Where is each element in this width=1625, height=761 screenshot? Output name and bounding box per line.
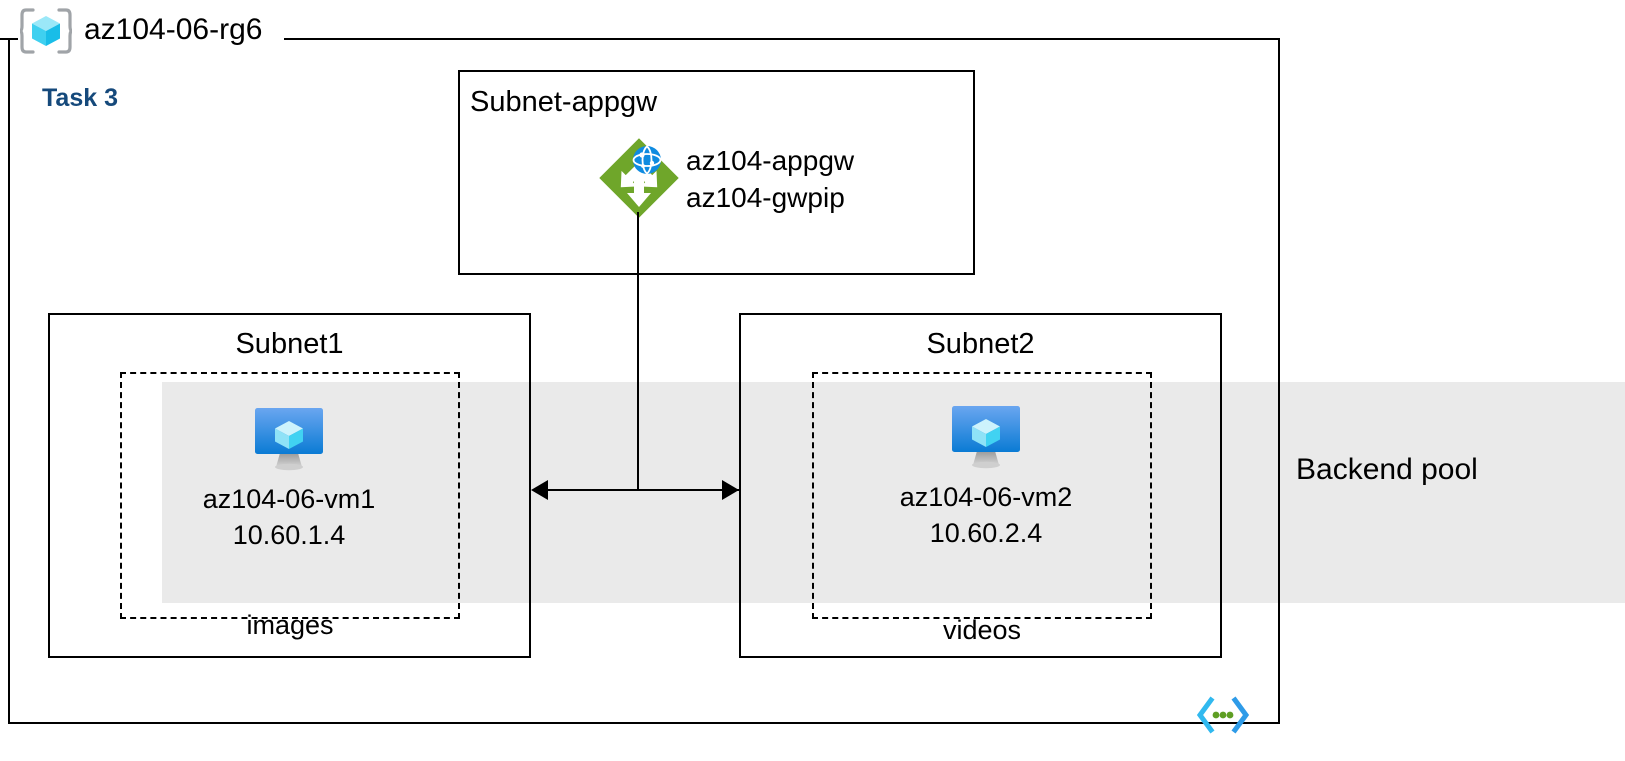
arrow-head-right-icon <box>722 480 739 500</box>
backend-pool-label: Backend pool <box>1296 453 1478 486</box>
vm2-ip: 10.60.2.4 <box>929 518 1043 548</box>
task-label: Task 3 <box>42 84 118 112</box>
code-brackets-icon <box>1196 696 1250 734</box>
resource-group-border-top <box>284 38 1280 40</box>
resource-group-border-bottom <box>8 722 1280 724</box>
subnet-appgw-box <box>458 70 975 275</box>
subnet2-group-caption: videos <box>942 615 1022 645</box>
virtual-machine-icon <box>952 406 1020 469</box>
resource-group-border-right <box>1278 38 1280 724</box>
subnet-appgw-title: Subnet-appgw <box>470 86 658 118</box>
vm1-name: az104-06-vm1 <box>202 484 376 514</box>
vm-node-az104-06-vm1: az104-06-vm1 10.60.1.4 <box>189 405 389 553</box>
subnet1-title: Subnet1 <box>235 328 344 360</box>
resource-group-border-left <box>8 38 10 724</box>
arrow-head-left-icon <box>531 480 548 500</box>
subnet1-vm-group-box <box>120 372 460 619</box>
resource-group-title: az104-06-rg6 <box>84 13 263 46</box>
gwpip-name: az104-gwpip <box>686 182 845 213</box>
vm-node-az104-06-vm2: az104-06-vm2 10.60.2.4 <box>886 403 1086 551</box>
appgw-resource-labels: az104-appgw az104-gwpip <box>686 142 854 216</box>
subnet2-title: Subnet2 <box>926 328 1035 360</box>
application-gateway-icon <box>599 138 679 218</box>
appgw-name: az104-appgw <box>686 145 855 176</box>
vm2-name: az104-06-vm2 <box>899 482 1073 512</box>
resource-group-cube-icon <box>20 8 72 54</box>
subnet1-box <box>48 313 531 658</box>
subnet2-vm-group-box <box>812 372 1152 619</box>
subnet2-box <box>739 313 1222 658</box>
vm1-ip: 10.60.1.4 <box>232 520 346 550</box>
backend-pool-band <box>162 382 1625 603</box>
connector-gateway-to-subnets <box>637 212 639 490</box>
virtual-machine-icon <box>255 408 323 471</box>
subnet1-group-caption: images <box>246 610 334 640</box>
connector-subnet1-subnet2 <box>533 489 739 491</box>
